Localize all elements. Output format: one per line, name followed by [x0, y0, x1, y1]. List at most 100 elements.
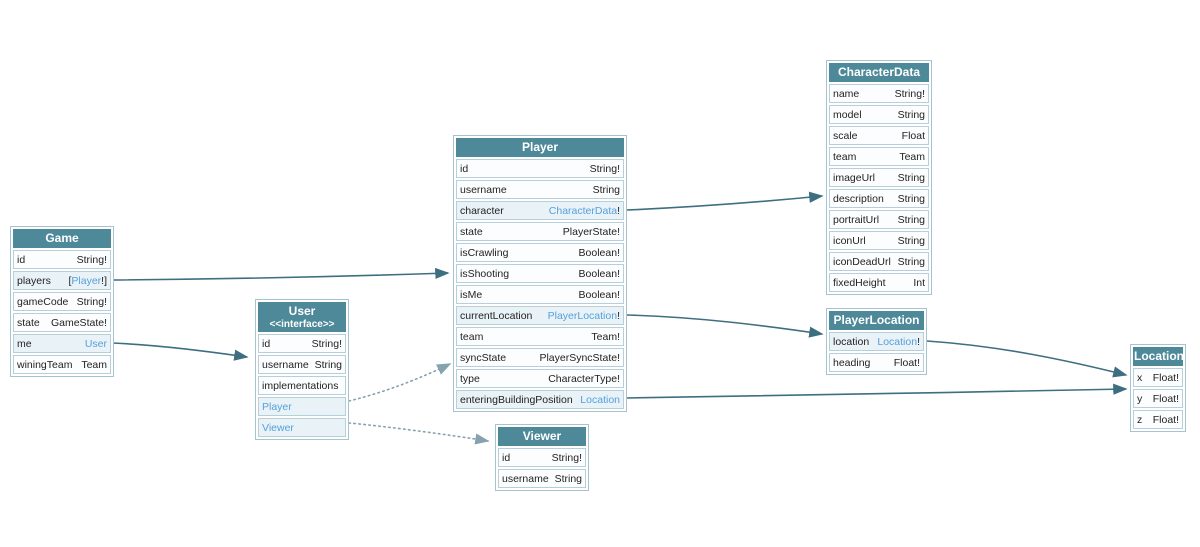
- type-text: [: [68, 274, 72, 287]
- field-type: PlayerSyncState!: [539, 352, 620, 364]
- field-name: id: [17, 253, 26, 266]
- characterdata-row-scale[interactable]: scale Float: [829, 126, 929, 145]
- type-header-playerlocation[interactable]: PlayerLocation: [829, 311, 924, 330]
- type-link-user[interactable]: User: [84, 337, 107, 350]
- field-name: scale: [833, 129, 858, 142]
- type-text: String!: [589, 162, 620, 175]
- game-row-me[interactable]: me User: [13, 334, 111, 353]
- field-type: String: [898, 193, 925, 205]
- type-header-viewer[interactable]: Viewer: [498, 427, 586, 446]
- field-name: state: [460, 225, 483, 238]
- user-row-Player[interactable]: Player: [258, 397, 346, 416]
- implementation-link[interactable]: Viewer: [262, 421, 294, 434]
- type-link-location[interactable]: Location: [877, 335, 918, 348]
- field-type: Float!: [894, 357, 920, 369]
- field-type: String: [898, 214, 925, 226]
- field-name: me: [17, 337, 32, 350]
- field-type: Float: [902, 130, 925, 142]
- field-name: id: [262, 337, 271, 350]
- field-type: Int: [913, 277, 925, 289]
- type-text: Int: [913, 276, 925, 289]
- field-name: username: [502, 472, 549, 485]
- field-type: String!: [552, 452, 582, 464]
- type-link-playerlocation[interactable]: PlayerLocation: [547, 309, 618, 322]
- type-link-characterdata[interactable]: CharacterData: [548, 204, 618, 217]
- player-row-isCrawling[interactable]: isCrawling Boolean!: [456, 243, 624, 262]
- type-header-characterdata[interactable]: CharacterData: [829, 63, 929, 82]
- player-row-username[interactable]: username String: [456, 180, 624, 199]
- type-text: Team: [899, 150, 925, 163]
- field-name: syncState: [460, 351, 507, 364]
- type-header-location[interactable]: Location: [1133, 347, 1183, 366]
- field-type: [Player!]: [68, 275, 107, 287]
- player-row-id[interactable]: id String!: [456, 159, 624, 178]
- edge-game.players-to-player: [111, 267, 450, 281]
- field-type: GameState!: [51, 317, 107, 329]
- field-type: Team: [899, 151, 925, 163]
- type-text: String: [314, 358, 342, 371]
- type-text: String!: [551, 451, 582, 464]
- field-type: Location!: [877, 336, 920, 348]
- type-link-player[interactable]: Player: [71, 274, 102, 287]
- field-name: location: [833, 335, 870, 348]
- type-text: PlayerState!: [562, 225, 620, 238]
- user-row-Viewer[interactable]: Viewer: [258, 418, 346, 437]
- player-row-state[interactable]: state PlayerState!: [456, 222, 624, 241]
- implementation-link[interactable]: Player: [262, 400, 292, 413]
- type-text: String: [897, 192, 925, 205]
- field-name: isCrawling: [460, 246, 509, 259]
- type-text: String: [592, 183, 620, 196]
- playerlocation-row-location[interactable]: location Location!: [829, 332, 924, 351]
- user-row-implementations[interactable]: implementations: [258, 376, 346, 395]
- type-header-player[interactable]: Player: [456, 138, 624, 157]
- type-text: Team!: [591, 330, 620, 343]
- edge-game.me-to-user: [111, 342, 249, 361]
- type-title: Game: [45, 231, 79, 245]
- field-name: z: [1137, 413, 1143, 426]
- field-name: username: [460, 183, 507, 196]
- location-row-z[interactable]: z Float!: [1133, 410, 1183, 429]
- type-title: Location: [1134, 349, 1183, 363]
- field-type: Float!: [1153, 414, 1179, 426]
- field-name: id: [460, 162, 469, 175]
- characterdata-row-description[interactable]: description String: [829, 189, 929, 208]
- field-name: description: [833, 192, 884, 205]
- field-name: name: [833, 87, 860, 100]
- type-header-user[interactable]: User<<interface>>: [258, 302, 346, 332]
- type-link-location[interactable]: Location: [580, 393, 620, 406]
- type-header-game[interactable]: Game: [13, 229, 111, 248]
- field-type: Boolean!: [579, 247, 620, 259]
- player-row-syncState[interactable]: syncState PlayerSyncState!: [456, 348, 624, 367]
- type-text: !]: [101, 274, 107, 287]
- game-row-players[interactable]: players[Player!]: [13, 271, 111, 290]
